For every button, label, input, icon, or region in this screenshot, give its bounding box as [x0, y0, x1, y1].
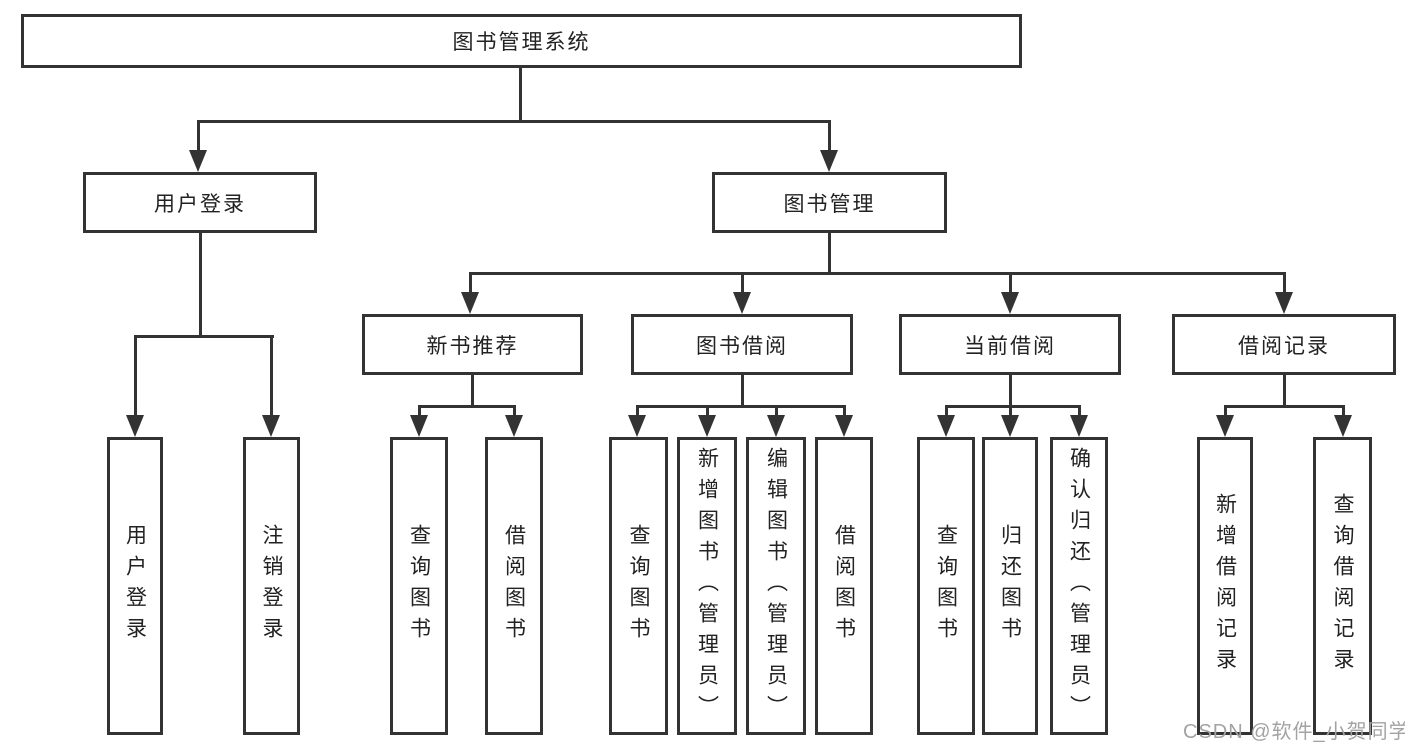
arrow-down-icon: [505, 415, 523, 437]
leaf-confirm-return-admin: 确认归还（管理员）: [1050, 437, 1108, 735]
connector-leaf-stem: [513, 405, 516, 417]
leaf-query-books-borrow: 查询图书: [609, 437, 668, 735]
connector-leaf-stem: [1224, 405, 1227, 417]
node-book-borrowing: 图书借阅: [631, 314, 853, 375]
node-book-management: 图书管理: [712, 172, 947, 233]
leaf-edit-book-admin: 编辑图书（管理员）: [746, 437, 806, 735]
connector-leaf-stem: [741, 272, 744, 294]
leaf-query-books-recommend: 查询图书: [390, 437, 448, 735]
arrow-down-icon: [1216, 415, 1234, 437]
connector-leaf-stem: [1009, 272, 1012, 294]
arrow-down-icon: [628, 415, 646, 437]
arrow-down-icon: [262, 415, 280, 437]
leaf-add-borrow-record: 新增借阅记录: [1197, 437, 1253, 735]
connector-user-stem: [199, 233, 202, 338]
node-library-management-system: 图书管理系统: [21, 14, 1022, 68]
connector-leaf-stem: [1283, 272, 1286, 294]
connector-leaf-stem: [843, 405, 846, 417]
connector-level1-rail: [197, 120, 831, 123]
leaf-query-books-current: 查询图书: [917, 437, 975, 735]
node-user-login: 用户登录: [83, 172, 317, 233]
leaf-user-login: 用户登录: [107, 437, 163, 735]
connector-leaf-stem: [945, 405, 948, 417]
leaf-query-borrow-record: 查询借阅记录: [1313, 437, 1372, 735]
connector-leaf-stem: [706, 405, 709, 417]
arrow-down-icon: [733, 292, 751, 314]
connector-group-rail: [636, 405, 846, 408]
arrow-down-icon: [698, 415, 716, 437]
connector-root-stem: [519, 68, 522, 123]
watermark: CSDN @软件_小贺同学: [1183, 721, 1405, 743]
arrow-down-icon: [410, 415, 428, 437]
connector-leaf-stem: [270, 335, 273, 417]
arrow-down-icon: [1001, 415, 1019, 437]
connector-group-stem: [1009, 375, 1012, 408]
connector-leaf-stem: [636, 405, 639, 417]
arrow-down-icon: [767, 415, 785, 437]
arrow-down-icon: [461, 292, 479, 314]
connector-group-rail: [945, 405, 1081, 408]
arrow-down-icon: [126, 415, 144, 437]
connector-leaf-stem: [775, 405, 778, 417]
arrow-down-icon: [820, 150, 838, 172]
connector-group-stem: [1283, 375, 1286, 408]
connector-leaf-stem: [1009, 405, 1012, 417]
node-current-borrowing: 当前借阅: [899, 314, 1121, 375]
arrow-down-icon: [189, 150, 207, 172]
connector-group-stem: [741, 375, 744, 408]
leaf-return-book: 归还图书: [982, 437, 1038, 735]
connector-group-rail: [1224, 405, 1344, 408]
connector-book-mgmt-stem: [828, 120, 831, 152]
connector-leaf-stem: [1342, 405, 1345, 417]
connector-leaf-stem: [418, 405, 421, 417]
node-borrowing-records: 借阅记录: [1172, 314, 1396, 375]
connector-user-login-stem: [197, 120, 200, 152]
leaf-borrow-books: 借阅图书: [815, 437, 873, 735]
connector-group-rail: [418, 405, 516, 408]
connector-leaf-stem: [134, 335, 137, 417]
connector-leaf-stem: [1078, 405, 1081, 417]
connector-group-stem: [471, 375, 474, 408]
leaf-borrow-books-recommend: 借阅图书: [485, 437, 543, 735]
arrow-down-icon: [937, 415, 955, 437]
leaf-add-book-admin: 新增图书（管理员）: [677, 437, 737, 735]
connector-level2-rail: [469, 272, 1286, 275]
arrow-down-icon: [1070, 415, 1088, 437]
node-new-book-recommend: 新书推荐: [362, 314, 583, 375]
arrow-down-icon: [1275, 292, 1293, 314]
arrow-down-icon: [835, 415, 853, 437]
connector-mgmt-stem: [828, 233, 831, 275]
arrow-down-icon: [1334, 415, 1352, 437]
connector-leaf-stem: [469, 272, 472, 294]
arrow-down-icon: [1001, 292, 1019, 314]
connector-user-rail: [134, 335, 274, 338]
leaf-logout: 注销登录: [243, 437, 300, 735]
